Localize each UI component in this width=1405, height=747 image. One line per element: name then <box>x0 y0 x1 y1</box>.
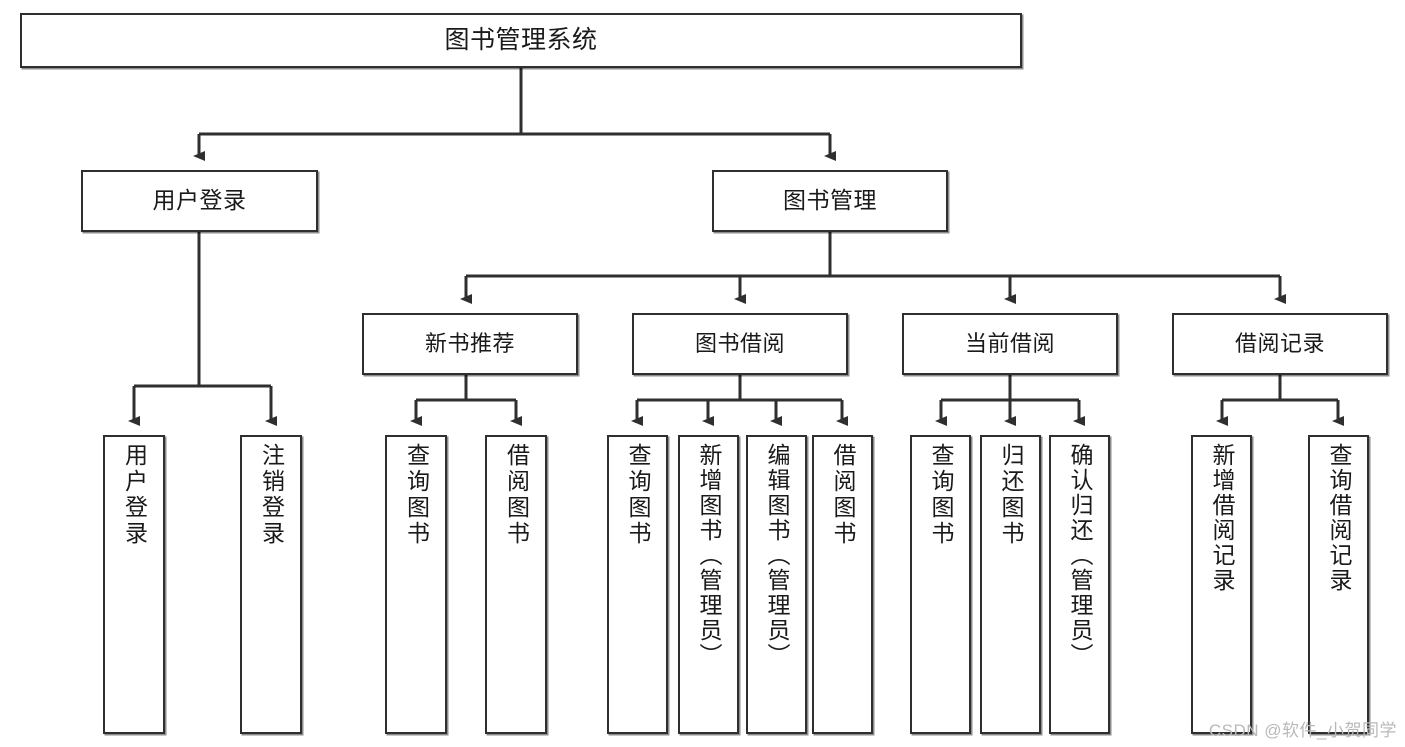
node-borrow-records[interactable]: 借阅记录 <box>1172 313 1388 375</box>
node-label: 图书借阅 <box>694 331 785 357</box>
leaf-new-books-query[interactable]: 查询图书 <box>385 435 447 734</box>
node-label: 用户登录 <box>121 443 148 547</box>
leaf-user-login-login[interactable]: 用户登录 <box>103 435 165 734</box>
node-label: 用户登录 <box>152 187 247 214</box>
node-book-management[interactable]: 图书管理 <box>712 170 948 232</box>
node-label: 确认归还（管理员） <box>1067 443 1093 668</box>
node-label: 当前借阅 <box>964 331 1055 357</box>
leaf-new-books-borrow[interactable]: 借阅图书 <box>485 435 547 734</box>
node-user-login[interactable]: 用户登录 <box>81 170 318 232</box>
leaf-borrow-records-query[interactable]: 查询借阅记录 <box>1308 435 1369 734</box>
leaf-book-borrow-borrow[interactable]: 借阅图书 <box>812 435 873 734</box>
node-label: 查询图书 <box>403 443 430 547</box>
leaf-current-borrow-return[interactable]: 归还图书 <box>980 435 1041 734</box>
node-label: 编辑图书（管理员） <box>764 443 790 668</box>
node-label: 图书管理 <box>783 187 877 214</box>
leaf-borrow-records-add[interactable]: 新增借阅记录 <box>1191 435 1252 734</box>
leaf-current-borrow-query[interactable]: 查询图书 <box>910 435 971 734</box>
node-new-book-recommend[interactable]: 新书推荐 <box>362 313 578 375</box>
node-current-borrow[interactable]: 当前借阅 <box>902 313 1118 375</box>
node-label: 借阅图书 <box>830 443 856 547</box>
csdn-watermark: CSDN @软件_小贺同学 <box>1208 721 1397 740</box>
node-label: 新增借阅记录 <box>1209 443 1235 593</box>
leaf-user-login-logout[interactable]: 注销登录 <box>240 435 302 734</box>
node-label: 查询图书 <box>928 443 954 547</box>
node-label: 归还图书 <box>998 443 1024 547</box>
leaf-current-borrow-confirm[interactable]: 确认归还（管理员） <box>1049 435 1110 734</box>
node-label: 新书推荐 <box>424 331 515 357</box>
node-label: 查询图书 <box>625 443 651 547</box>
leaf-book-borrow-add[interactable]: 新增图书（管理员） <box>678 435 739 734</box>
node-label: 新增图书（管理员） <box>696 443 722 668</box>
node-book-borrow[interactable]: 图书借阅 <box>632 313 848 375</box>
node-label: 查询借阅记录 <box>1326 443 1352 593</box>
node-label: 借阅记录 <box>1234 331 1325 357</box>
node-label: 图书管理系统 <box>444 25 598 54</box>
node-label: 借阅图书 <box>503 443 530 547</box>
node-label: 注销登录 <box>258 443 285 547</box>
leaf-book-borrow-query[interactable]: 查询图书 <box>607 435 668 734</box>
node-root-system[interactable]: 图书管理系统 <box>20 13 1022 68</box>
leaf-book-borrow-edit[interactable]: 编辑图书（管理员） <box>746 435 807 734</box>
